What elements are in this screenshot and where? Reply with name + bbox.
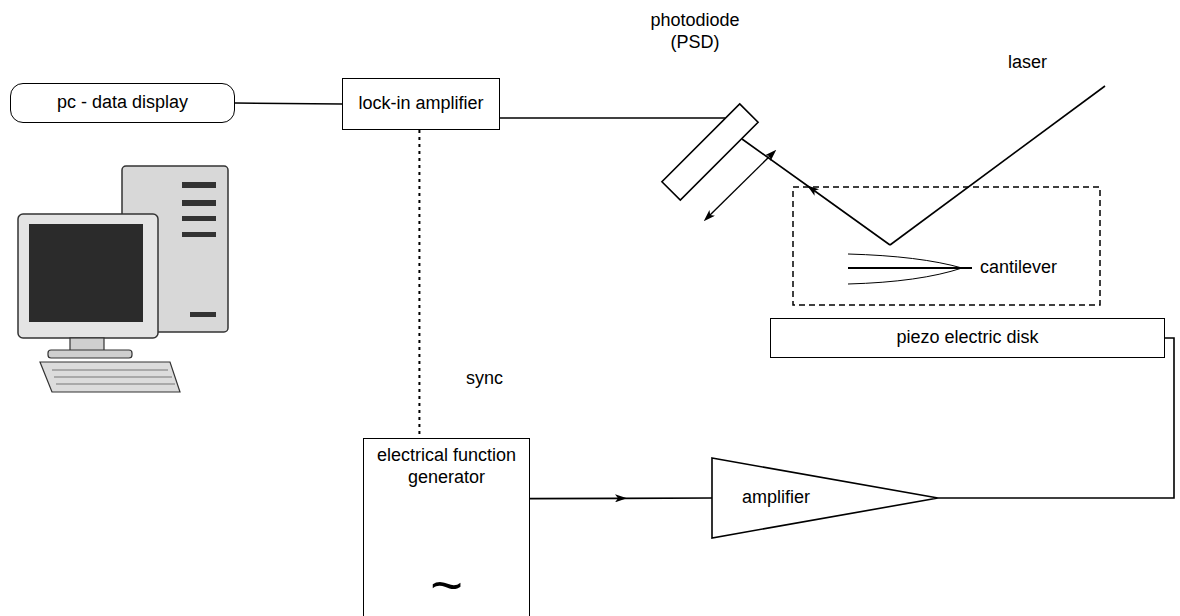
box-label: piezo electric disk (896, 327, 1038, 349)
function-generator: electrical function generator ~ (363, 438, 530, 616)
cantilever-drawing (848, 254, 972, 284)
amplifier-triangle: amplifier (712, 458, 938, 538)
wave-symbol: ~ (430, 557, 463, 613)
piezo-disk: piezo electric disk (770, 318, 1165, 358)
sync-line (418, 130, 420, 438)
dashed-enclosure (793, 187, 1100, 305)
reflected-beam (742, 139, 890, 245)
component-label: photodiode (PSD) (640, 6, 750, 53)
signal-wire (938, 338, 1174, 498)
signal-label: sync (464, 368, 505, 390)
photodiode: photodiode (PSD) (620, 6, 770, 216)
box-label: lock-in amplifier (358, 93, 483, 115)
lock-in-box: lock-in amplifier (342, 78, 500, 130)
signal-wire (235, 103, 342, 104)
box-label: amplifier (742, 487, 810, 509)
box-label: pc - data display (57, 92, 188, 114)
laser-label: laser (1006, 52, 1049, 74)
signal-wire (530, 497, 712, 499)
laser-beam (890, 86, 1105, 245)
cantilever-label: cantilever (978, 257, 1059, 279)
display-box: pc - data display (10, 83, 235, 123)
box-label: electrical function generator (377, 445, 517, 488)
computer-icon (18, 166, 228, 392)
signal-wire (500, 117, 726, 119)
